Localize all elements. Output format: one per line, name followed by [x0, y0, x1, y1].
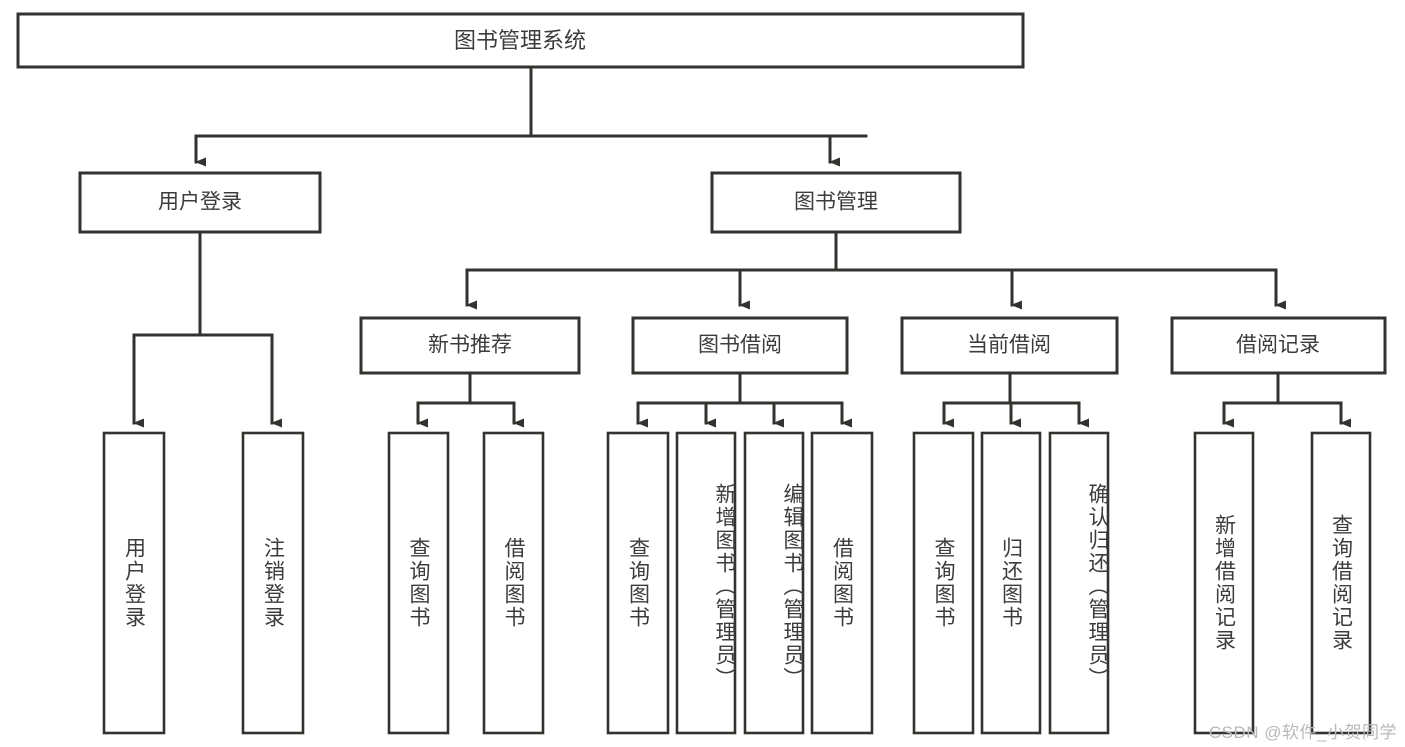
- node-current-borrow[interactable]: 当前借阅: [900, 316, 1119, 375]
- connector-bookmgmt-to-level2: [465, 230, 1286, 310]
- node-book-management-label: 图书管理: [794, 191, 878, 214]
- node-book-management[interactable]: 图书管理: [710, 171, 962, 234]
- connector-userlogin-to-leaves: [132, 230, 282, 428]
- leaf-boxes-borrow-record[interactable]: [1193, 431, 1372, 735]
- node-root-system-label: 图书管理系统: [454, 28, 586, 53]
- connector-currentborrow-to-leaves: [942, 371, 1089, 428]
- connector-borrowrecord-to-leaves: [1222, 371, 1351, 428]
- node-new-book-recommend[interactable]: 新书推荐: [359, 316, 581, 375]
- node-borrow-record[interactable]: 借阅记录: [1170, 316, 1387, 375]
- connector-newbook-to-leaves: [416, 371, 524, 428]
- node-book-borrow-label: 图书借阅: [698, 334, 782, 357]
- connector-root-to-level1: [194, 65, 868, 167]
- node-new-book-recommend-label: 新书推荐: [428, 334, 512, 357]
- watermark-text: CSDN @软件_小贺同学: [1208, 723, 1397, 742]
- leaf-boxes-current-borrow[interactable]: [912, 431, 1110, 735]
- leaf-boxes-user-login[interactable]: [102, 431, 305, 735]
- leaf-boxes-new-book-recommend[interactable]: [387, 431, 545, 735]
- connector-bookborrow-to-leaves: [636, 371, 852, 428]
- leaf-boxes-book-borrow[interactable]: [606, 431, 874, 735]
- node-book-borrow[interactable]: 图书借阅: [631, 316, 849, 375]
- node-root-system[interactable]: 图书管理系统: [16, 12, 1025, 69]
- node-user-login-label: 用户登录: [158, 191, 242, 214]
- node-user-login[interactable]: 用户登录: [78, 171, 322, 234]
- node-current-borrow-label: 当前借阅: [967, 334, 1051, 357]
- node-borrow-record-label: 借阅记录: [1236, 334, 1320, 357]
